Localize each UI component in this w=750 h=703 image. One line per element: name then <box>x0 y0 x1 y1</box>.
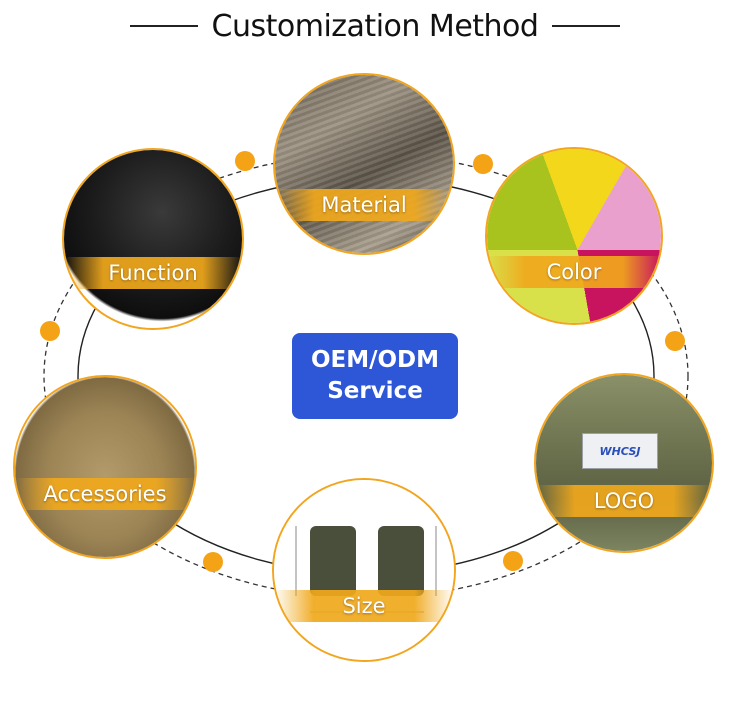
function-label: Function <box>108 261 198 285</box>
accessories-label: Accessories <box>43 482 167 506</box>
page-title: Customization Method <box>211 8 539 44</box>
size-label: Size <box>342 594 386 618</box>
tan-leg-holster-image <box>15 377 195 557</box>
logo-node[interactable]: WHCSJ LOGO <box>534 373 714 553</box>
green-vest-with-patch-image: WHCSJ <box>536 375 712 551</box>
accessories-band: Accessories <box>15 478 195 510</box>
fabric-swatch-image <box>275 75 453 253</box>
size-node[interactable]: Size <box>272 478 456 662</box>
center-line-2: Service <box>327 378 423 404</box>
function-node[interactable]: Function <box>62 148 244 330</box>
logo-label: LOGO <box>593 489 655 513</box>
color-label: Color <box>546 260 602 284</box>
header-rule-right <box>552 25 621 27</box>
logo-patch: WHCSJ <box>582 433 658 469</box>
material-node[interactable]: Material <box>273 73 455 255</box>
logo-band: LOGO <box>536 485 712 517</box>
function-band: Function <box>64 257 242 289</box>
vest-dimension-diagram-image <box>274 480 454 660</box>
size-band: Size <box>274 590 454 622</box>
color-node[interactable]: Color <box>485 147 663 325</box>
accessories-node[interactable]: Accessories <box>13 375 197 559</box>
logo-patch-text: WHCSJ <box>599 444 641 458</box>
material-label: Material <box>321 193 407 217</box>
ring-dot <box>40 321 60 341</box>
oem-odm-service-button[interactable]: OEM/ODM Service <box>292 333 458 419</box>
black-plate-carrier-image <box>64 150 242 328</box>
vest-diagram <box>295 526 437 613</box>
colored-fabric-image <box>487 149 661 323</box>
material-band: Material <box>275 189 453 221</box>
ring-dot <box>203 552 223 572</box>
page-header: Customization Method <box>0 4 750 48</box>
ring-dot <box>503 551 523 571</box>
header-rule-left <box>129 25 198 27</box>
color-band: Color <box>487 256 661 288</box>
center-line-1: OEM/ODM <box>310 346 440 373</box>
ring-dot <box>665 331 685 351</box>
